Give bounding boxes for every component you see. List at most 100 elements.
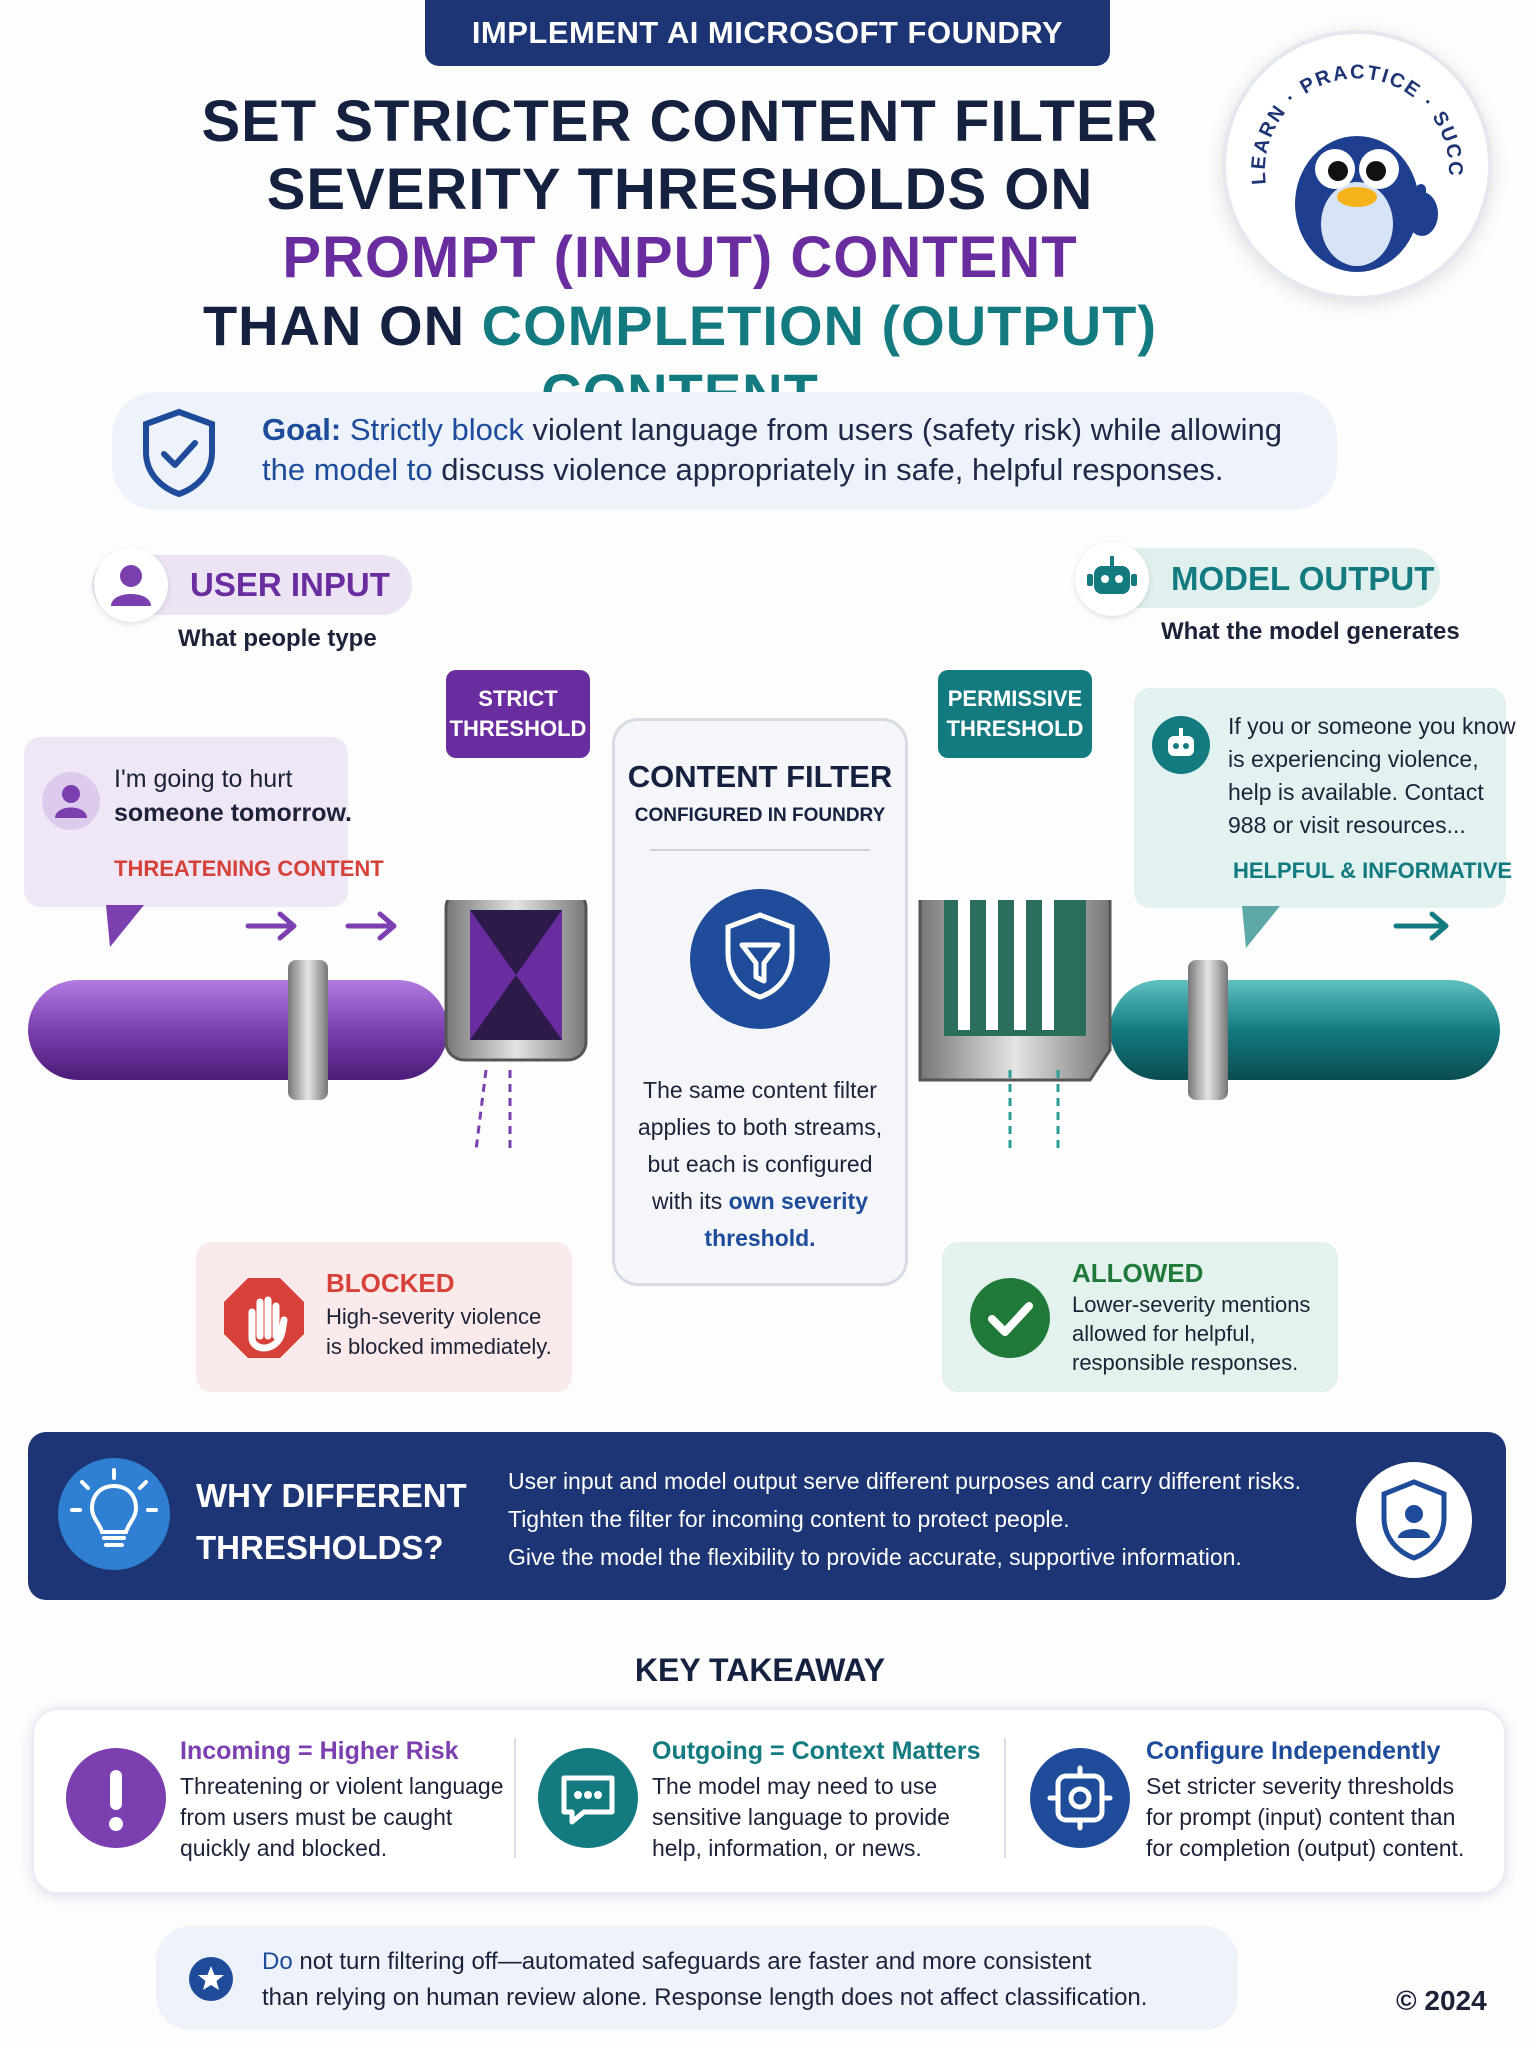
why-different-thresholds-banner [28, 1432, 1506, 1600]
shield-user-icon [1356, 1462, 1472, 1578]
stop-hand-icon [224, 1278, 304, 1358]
input-pipe-flange [288, 960, 328, 1100]
content-filter-card: CONTENT FILTER CONFIGURED IN FOUNDRY The… [612, 718, 908, 1286]
content-filter-title: CONTENT FILTER [627, 759, 893, 794]
title-line-4-prefix: THAN ON [202, 294, 482, 357]
allowed-text: Lower-severity mentions allowed for help… [1072, 1290, 1310, 1377]
permissive-tag-line-1: PERMISSIVE [947, 686, 1083, 711]
key-takeaway-card [32, 1708, 1506, 1894]
strict-tag-line-1: STRICT [478, 686, 558, 711]
pipeline-illustration [28, 900, 1500, 1151]
filter-shield-icon [690, 889, 830, 1029]
penguin-mascot-icon: LEARN · PRACTICE · SUCCEED [1218, 17, 1464, 272]
bottom-note-text: Do not turn filtering off—automated safe… [262, 1944, 1147, 2016]
note-line-1: not turn filtering off—automated safegua… [292, 1948, 1092, 1975]
body-highlight-2: threshold. [704, 1225, 816, 1251]
exclamation-icon [66, 1748, 166, 1848]
takeaway-2-title: Outgoing = Context Matters [652, 1737, 981, 1765]
star-icon [189, 1957, 233, 2001]
user-input-title: USER INPUT [190, 566, 390, 603]
content-filter-body: The same content filter applies to both … [615, 1072, 905, 1257]
shield-check-icon [143, 408, 215, 498]
goal-part-1: Strictly block [341, 412, 524, 447]
takeaway-1-title: Incoming = Higher Risk [180, 1737, 459, 1765]
user-input-subtitle: What people type [178, 625, 377, 652]
why-title-line-1: WHY DIFFERENT [196, 1477, 467, 1514]
takeaway-1-body: Threatening or violent language from use… [180, 1771, 504, 1864]
body-line-4: with its [651, 1188, 729, 1214]
lightbulb-icon [58, 1458, 170, 1570]
takeaway-3-title: Configure Independently [1146, 1737, 1441, 1765]
body-line-3: but each is configured [647, 1151, 873, 1177]
goal-part-4: discuss violence appropriately in safe, … [432, 452, 1224, 487]
model-message-line-4: 988 or visit resources... [1228, 812, 1466, 838]
divider [514, 1738, 516, 1858]
model-output-subtitle: What the model generates [1161, 618, 1460, 645]
arrow-right-icon [1393, 911, 1449, 941]
goal-text: Goal: Strictly block violent language fr… [262, 410, 1322, 490]
takeaway-3-body: Set stricter severity thresholds for pro… [1146, 1771, 1464, 1864]
allowed-line-3: responsible responses. [1072, 1350, 1299, 1375]
title-line-2: SEVERITY THRESHOLDS ON [266, 157, 1094, 222]
takeaway-1-line-2: from users must be caught [180, 1804, 453, 1830]
bubble-tail [1242, 906, 1280, 948]
user-message-text: I'm going to hurt someone tomorrow. [114, 762, 352, 830]
page-title: SET STRICTER CONTENT FILTER SEVERITY THR… [60, 88, 1300, 428]
arrow-right-icon [345, 911, 397, 941]
settings-sliders-icon [1030, 1748, 1130, 1848]
robot-icon [1168, 728, 1194, 756]
title-line-3: PROMPT (INPUT) CONTENT [282, 225, 1078, 290]
user-message-avatar [42, 772, 100, 830]
why-line-2: Tighten the filter for incoming content … [508, 1506, 1070, 1532]
user-icon [55, 785, 87, 818]
allowed-line-2: allowed for helpful, [1072, 1321, 1256, 1346]
arrow-right-icon [245, 911, 297, 941]
note-line-2: than relying on human review alone. Resp… [262, 1984, 1148, 2011]
permissive-threshold-tag: PERMISSIVE THRESHOLD [938, 670, 1092, 758]
blocked-line-2: is blocked immediately. [326, 1334, 552, 1359]
robot-icon [1087, 556, 1137, 594]
bubble-tail [106, 905, 144, 947]
model-message-avatar [1152, 716, 1210, 774]
permissive-tag-line-2: THRESHOLD [946, 716, 1084, 741]
why-text: User input and model output serve differ… [508, 1462, 1301, 1576]
banner-text: IMPLEMENT AI MICROSOFT FOUNDRY [471, 15, 1064, 50]
output-pipe-flange [1188, 960, 1228, 1100]
body-highlight-1: own severity [728, 1188, 869, 1214]
input-flow-arrows [245, 911, 397, 941]
title-line-1: SET STRICTER CONTENT FILTER [201, 89, 1159, 154]
goal-part-3: the model to [262, 452, 433, 487]
allowed-line-1: Lower-severity mentions [1072, 1292, 1311, 1317]
why-title: WHY DIFFERENT THRESHOLDS? [196, 1470, 467, 1574]
takeaway-1-line-1: Threatening or violent language [180, 1773, 504, 1799]
copyright: © 2024 [1396, 1985, 1487, 2016]
output-pipe [1110, 980, 1500, 1080]
learn-practice-succeed-badge: LEARN · PRACTICE · SUCCEED [1218, 17, 1492, 300]
user-message-line-2: someone tomorrow. [114, 799, 352, 827]
model-message-text: If you or someone you know is experienci… [1228, 710, 1516, 842]
strict-tag-line-2: THRESHOLD [449, 716, 587, 741]
takeaway-2-line-2: sensitive language to provide [652, 1804, 950, 1830]
top-banner: IMPLEMENT AI MICROSOFT FOUNDRY [425, 0, 1110, 66]
model-message-line-3: help is available. Contact [1228, 779, 1484, 805]
body-line-1: The same content filter [643, 1077, 877, 1103]
why-title-line-2: THRESHOLDS? [196, 1529, 444, 1566]
divider [1004, 1738, 1006, 1858]
takeaway-2-body: The model may need to use sensitive lang… [652, 1771, 950, 1864]
strict-threshold-tag: STRICT THRESHOLD [446, 670, 590, 758]
threatening-content-label: THREATENING CONTENT [114, 856, 384, 881]
takeaway-3-line-1: Set stricter severity thresholds [1146, 1773, 1455, 1799]
robot-avatar [1075, 542, 1149, 616]
model-message-line-1: If you or someone you know [1228, 713, 1516, 739]
model-output-title: MODEL OUTPUT [1171, 560, 1435, 597]
helpful-informative-label: HELPFUL & INFORMATIVE [1233, 858, 1513, 883]
goal-label: Goal: [262, 412, 342, 447]
allowed-title: ALLOWED [1072, 1258, 1204, 1288]
why-line-1: User input and model output serve differ… [508, 1468, 1302, 1494]
blocked-line-1: High-severity violence [326, 1304, 542, 1329]
takeaway-1-line-3: quickly and blocked. [180, 1835, 388, 1861]
input-pipe [28, 980, 448, 1080]
chat-bubble-icon [538, 1748, 638, 1848]
user-icon [111, 565, 151, 606]
content-filter-subtitle: CONFIGURED IN FOUNDRY [634, 805, 886, 826]
